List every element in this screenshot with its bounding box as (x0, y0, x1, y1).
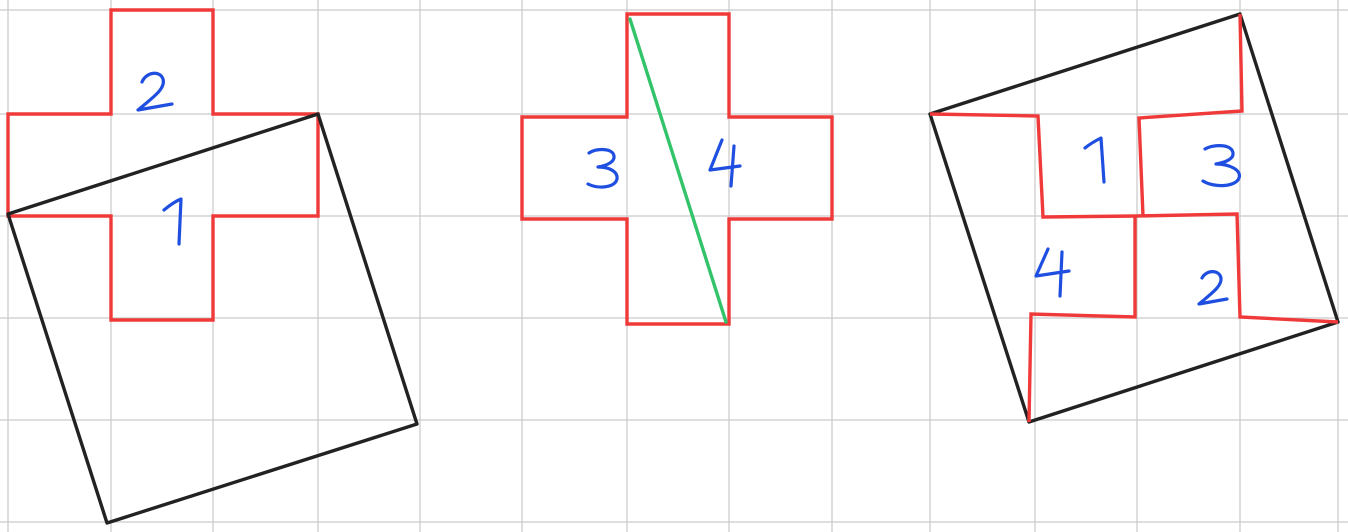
label-text: 4 (727, 162, 728, 164)
piece-label-4 (1034, 247, 1071, 298)
figure-cross-with-cut (520, 12, 834, 326)
cross-outline (520, 12, 834, 326)
piece-label-2 (136, 71, 174, 112)
piece-boundary-upper-left (929, 112, 1138, 219)
piece-label-1 (162, 197, 183, 246)
piece-boundary-lower-right (1136, 212, 1339, 324)
piece-label-3 (586, 148, 619, 189)
label-text: 1 (175, 221, 176, 223)
cross-outline (6, 8, 320, 322)
figure-cross-over-square (6, 8, 419, 525)
piece-boundary-upper-right (1137, 13, 1244, 217)
piece-boundary-lower-left (1027, 216, 1137, 423)
piece-label-2 (1197, 270, 1229, 306)
figure-square-assembled (928, 12, 1340, 424)
piece-label-1 (1083, 136, 1106, 184)
cut-line (628, 17, 728, 324)
square-outline (6, 112, 419, 525)
label-text: 1 (1096, 159, 1097, 161)
piece-label-3 (1201, 144, 1241, 188)
piece-label-4 (708, 138, 742, 188)
